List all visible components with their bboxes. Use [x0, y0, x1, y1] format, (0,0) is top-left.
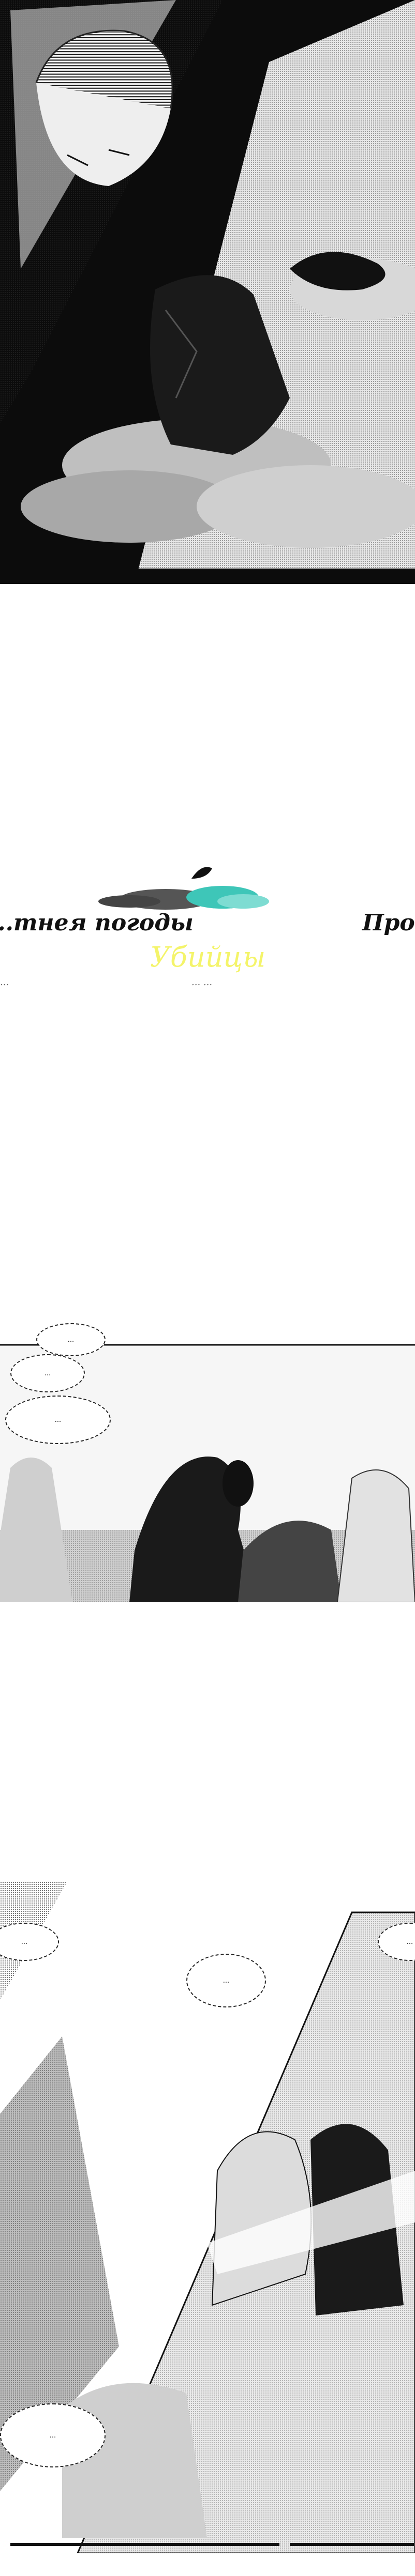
speech-bubble: ... [0, 2403, 106, 2467]
speech-bubble: ... [36, 1323, 106, 1356]
title-line-left: ...тнея погоды [0, 910, 194, 936]
street-scene-art [0, 1344, 415, 1613]
title-cloud-art [98, 867, 269, 910]
panel-opening-scene [0, 0, 415, 584]
title-credit-left: ... [0, 977, 9, 988]
opening-scene-art [0, 0, 415, 584]
title-line-right: Про... [362, 910, 415, 936]
title-credit-right: ... ... [191, 977, 213, 988]
title-subtitle: Убийцы [150, 941, 266, 973]
panel-street-scene: ... ... ... [0, 1323, 415, 1613]
speech-bubble: ... [0, 1923, 59, 1961]
speech-bubble: ... [10, 1354, 85, 1392]
speech-bubble: ... [5, 1396, 111, 1444]
title-card: ...тнея погоды Про... Убийцы ... ... ... [0, 848, 415, 1023]
speech-bubble: ... [186, 1954, 266, 2007]
panel-closing-scene: ... ... ... ... [0, 1881, 415, 2576]
